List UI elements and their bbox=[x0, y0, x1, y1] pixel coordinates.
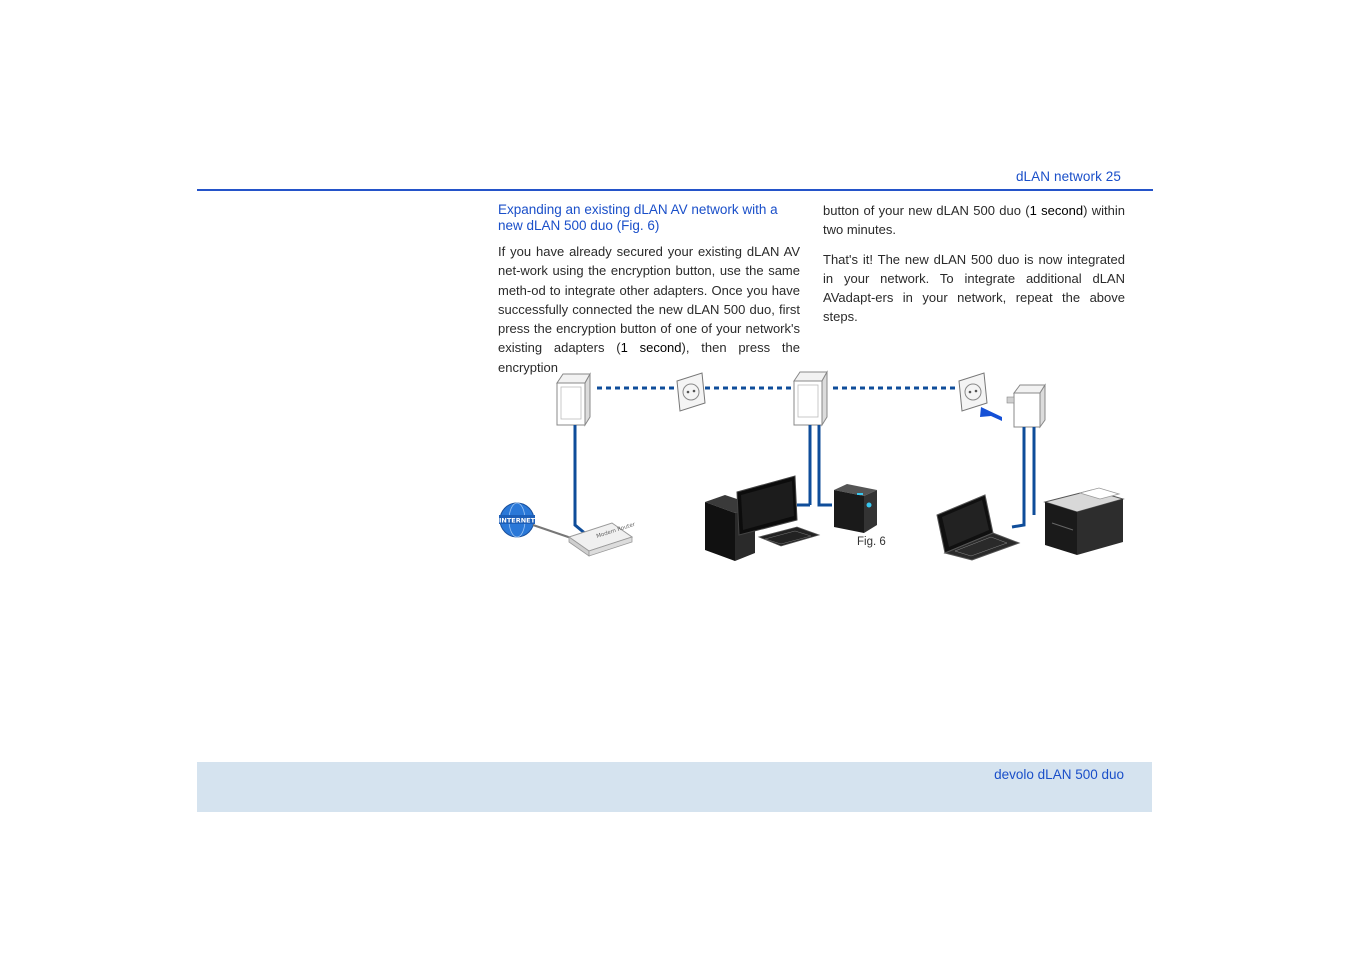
ethernet-cable bbox=[817, 425, 832, 507]
page-header-title: dLAN network 25 bbox=[1015, 169, 1121, 184]
laptop-icon bbox=[936, 494, 1021, 561]
insert-arrow-icon bbox=[980, 407, 1002, 421]
right-column: button of your new dLAN 500 duo (1 secon… bbox=[823, 201, 1125, 337]
figure-label: Fig. 6 bbox=[857, 536, 886, 548]
svg-text:INTERNET: INTERNET bbox=[499, 517, 536, 525]
internet-globe-icon: INTERNET bbox=[499, 502, 536, 538]
wall-socket-icon bbox=[676, 372, 706, 412]
section-heading: Expanding an existing dLAN AV network wi… bbox=[498, 202, 778, 233]
dlan-adapter-icon bbox=[556, 372, 591, 427]
ethernet-cable bbox=[1011, 427, 1026, 529]
dlan-adapter-icon bbox=[793, 370, 828, 427]
printer-icon bbox=[1043, 487, 1125, 555]
nas-storage-icon bbox=[834, 484, 877, 533]
footer-product-name: devolo dLAN 500 duo bbox=[994, 767, 1124, 782]
left-column: Expanding an existing dLAN AV network wi… bbox=[498, 202, 800, 387]
modem-router-icon: Modem Router bbox=[567, 522, 637, 557]
ethernet-cable bbox=[573, 425, 588, 537]
wall-socket-icon bbox=[958, 372, 988, 412]
header-rule bbox=[197, 189, 1153, 191]
page-footer: devolo dLAN 500 duo bbox=[197, 762, 1152, 812]
dlan-adapter-new-icon bbox=[1006, 383, 1046, 429]
desktop-computer-icon bbox=[705, 475, 821, 561]
network-diagram: INTERNET Modem Router bbox=[499, 370, 1125, 561]
right-paragraph-2: That's it! The new dLAN 500 duo is now i… bbox=[823, 251, 1125, 325]
emphasis-duration: 1 second bbox=[1029, 203, 1084, 218]
emphasis-duration: 1 second bbox=[620, 340, 682, 356]
left-paragraph: If you have already secured your existin… bbox=[498, 244, 800, 375]
right-paragraph-1: button of your new dLAN 500 duo (1 secon… bbox=[823, 203, 1125, 238]
